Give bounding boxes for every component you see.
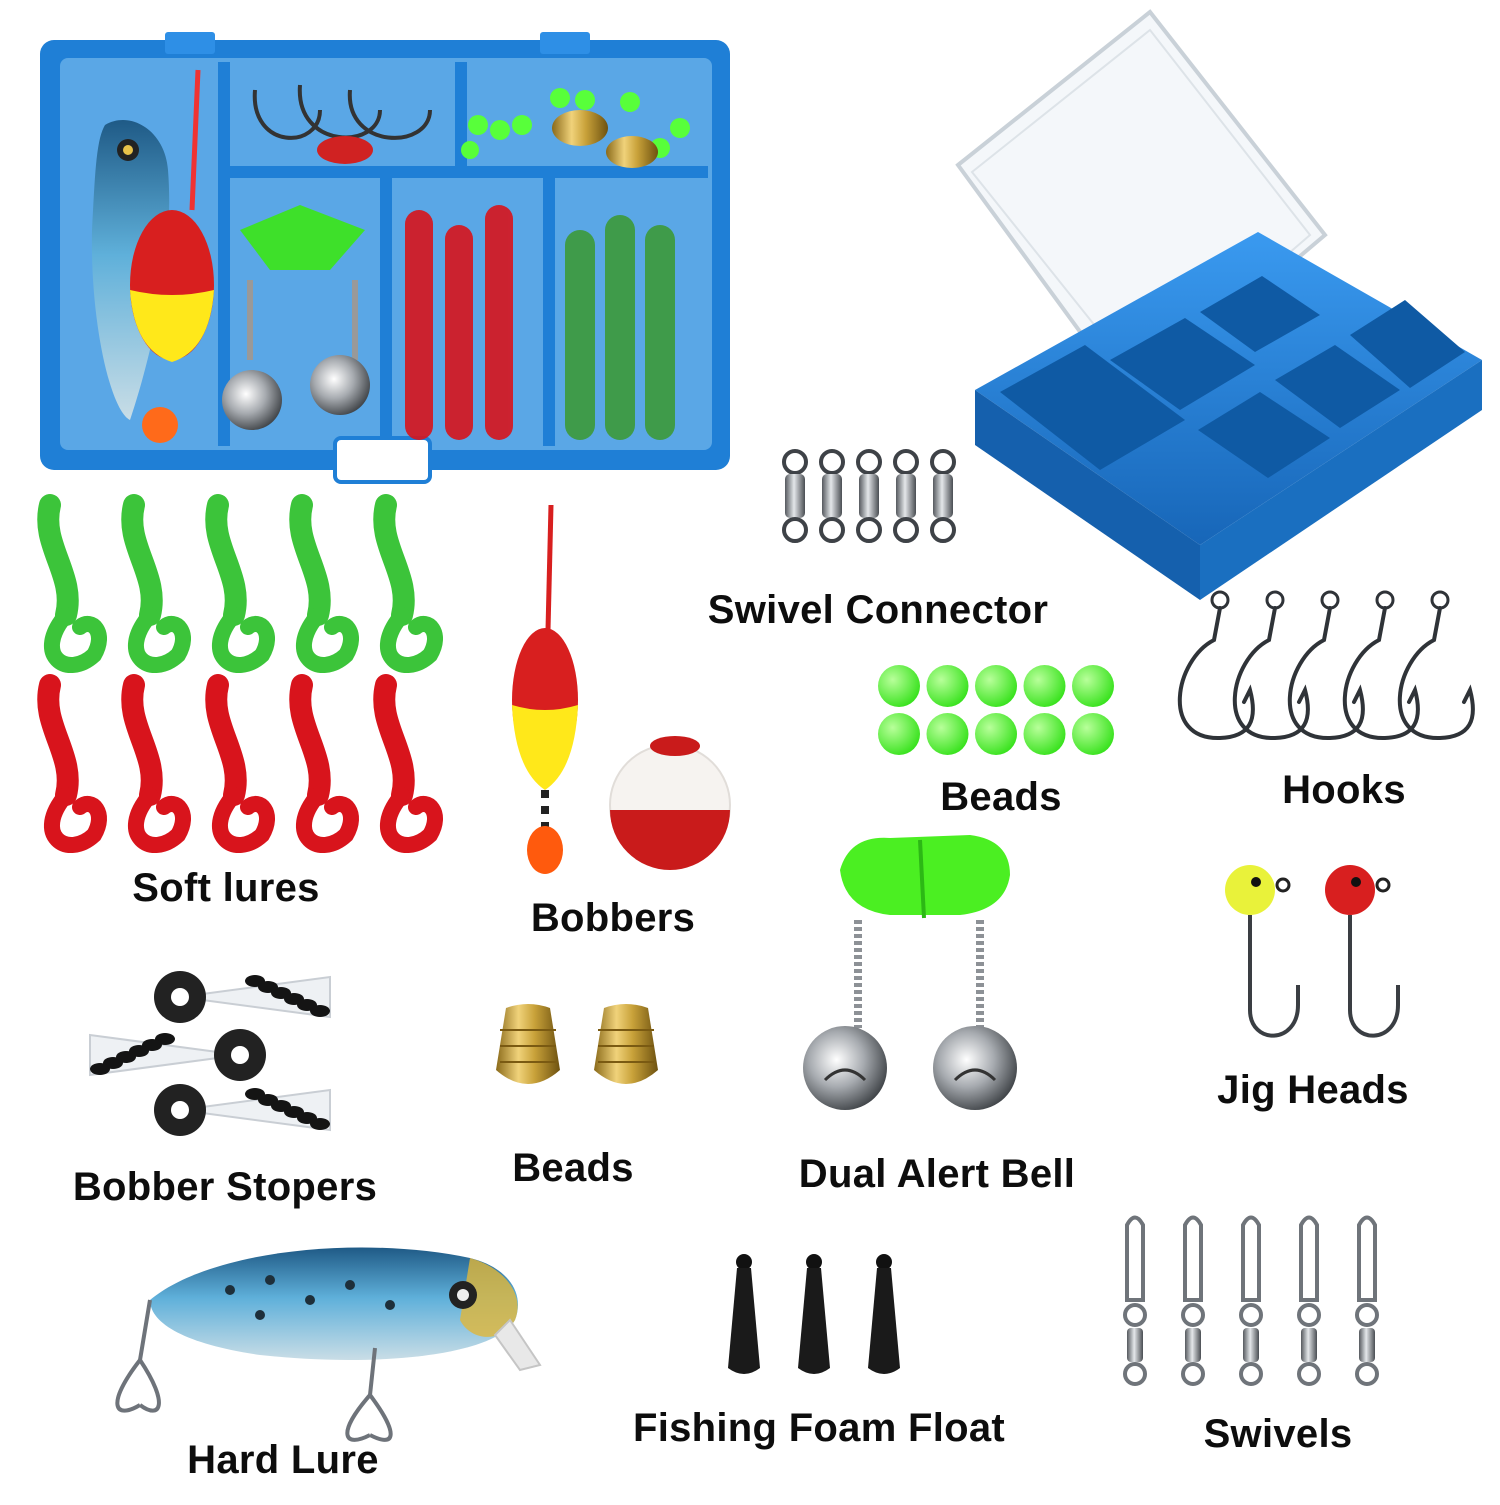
bobber-stoppers [89,971,331,1136]
green-bead [975,665,1017,707]
brass-bead [496,1004,560,1084]
jig-head [1225,865,1300,1038]
hard-lure [115,1247,542,1442]
swivel-connector [930,449,956,543]
soft-lure [373,674,443,853]
label-beads-brass: Beads [512,1146,634,1190]
soft-lure [37,494,107,673]
green-bead [878,713,920,755]
hook [1342,590,1420,741]
brass-beads [496,1004,658,1084]
soft-lure [37,674,107,853]
hook [1232,590,1310,741]
green-bead [1072,665,1114,707]
soft-lure [289,674,359,853]
dual-alert-bell [803,835,1017,1110]
label-bobbers: Bobbers [530,896,696,940]
foam-float [798,1254,830,1374]
snap-swivels [1123,1215,1379,1386]
green-bead [1023,713,1066,755]
bobber-stopper [154,971,331,1023]
label-soft-lures: Soft lures [132,866,320,910]
hooks [1177,590,1475,741]
snap-swivel [1297,1215,1321,1386]
soft-lure [205,494,275,673]
swivel-connector [893,449,919,543]
green-bead [975,713,1017,755]
bobber-stopper [154,1084,331,1136]
green-bead [926,665,969,707]
green-bead [926,713,969,755]
label-bobber-stopers: Bobber Stopers [72,1165,378,1209]
swivel-connector [782,449,808,543]
label-swivels: Swivels [1203,1412,1353,1456]
snap-swivel [1123,1215,1147,1386]
brass-bead [594,1004,658,1084]
snap-swivel [1355,1215,1379,1386]
green-beads [878,665,1114,755]
label-hooks: Hooks [1282,768,1406,812]
green-bead [878,665,920,707]
green-bead [1023,665,1066,707]
soft-lure [373,494,443,673]
jig-heads [1225,865,1400,1038]
swivel-connector [819,449,845,543]
bobber-stopper [89,1029,266,1081]
soft-lures [37,494,443,853]
green-bead [1072,713,1114,755]
open-tackle-box [955,9,1482,600]
bobbers [512,504,731,874]
label-swivel-connector: Swivel Connector [707,588,1049,632]
hook [1397,590,1475,741]
label-fishing-foam-float: Fishing Foam Float [632,1406,1006,1450]
closed-tackle-box [40,32,730,484]
swivel-connectors [782,449,956,543]
label-beads-green: Beads [940,775,1062,819]
foam-float [868,1254,900,1374]
label-dual-alert-bell: Dual Alert Bell [798,1152,1076,1196]
soft-lure [121,494,191,673]
label-jig-heads: Jig Heads [1217,1068,1409,1112]
soft-lure [205,674,275,853]
hook [1177,590,1255,741]
label-hard-lure: Hard Lure [187,1438,379,1482]
jig-head [1325,865,1400,1038]
foam-floats [728,1254,900,1374]
foam-float [728,1254,760,1374]
snap-swivel [1239,1215,1263,1386]
soft-lure [289,494,359,673]
hook [1287,590,1365,741]
soft-lure [121,674,191,853]
swivel-connector [856,449,882,543]
snap-swivel [1181,1215,1205,1386]
